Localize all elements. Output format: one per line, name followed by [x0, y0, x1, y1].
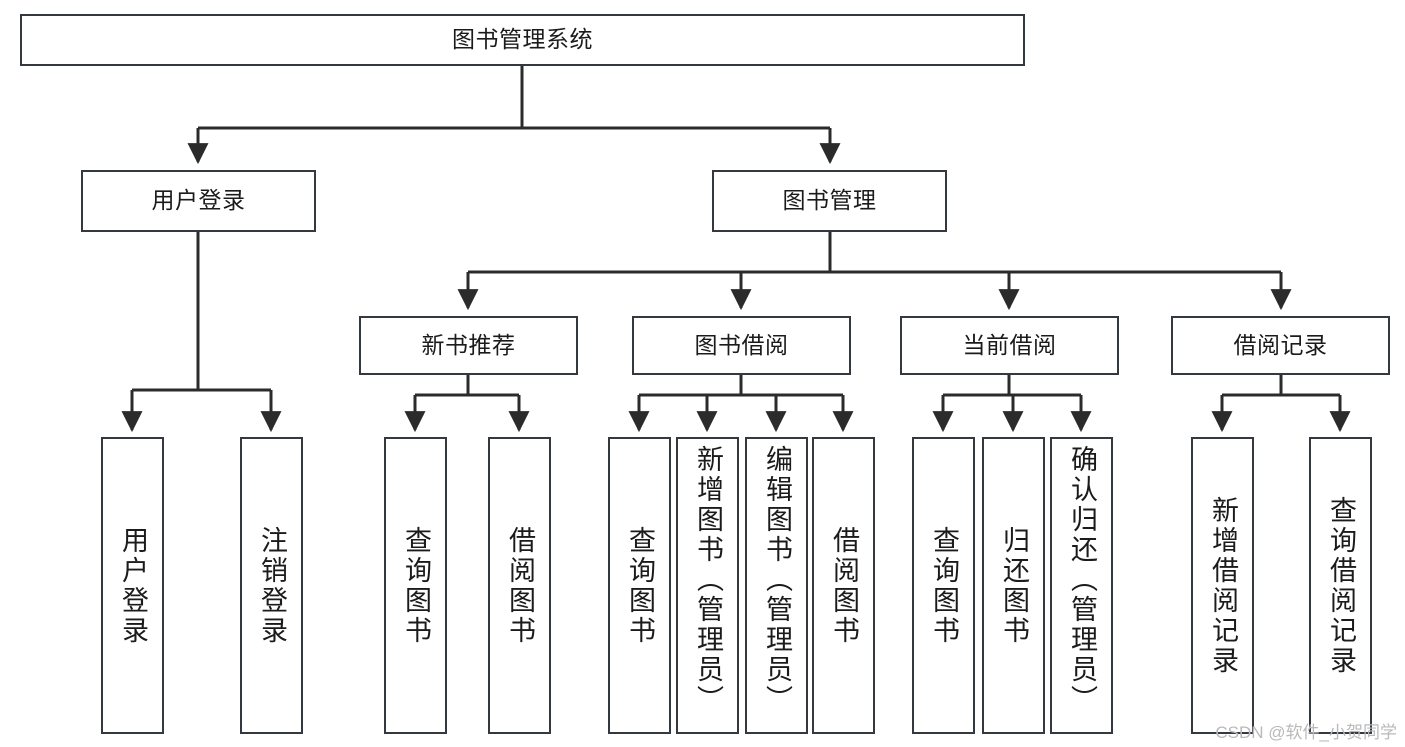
node-book-manage[interactable]: 图书管理 — [712, 170, 947, 232]
node-root[interactable]: 图书管理系统 — [20, 14, 1025, 66]
node-book-borrow-label: 图书借阅 — [694, 331, 789, 358]
leaf-logout-login-label: 注销登录 — [257, 525, 287, 646]
leaf-confirm-return-label: 确认归还（管理员） — [1067, 445, 1097, 715]
leaf-borrow-book-borrow-label: 借阅图书 — [829, 525, 859, 646]
leaf-add-borrow-record[interactable]: 新增借阅记录 — [1191, 437, 1254, 734]
leaf-add-book[interactable]: 新增图书（管理员） — [676, 437, 739, 734]
leaf-query-book-recommend[interactable]: 查询图书 — [384, 437, 447, 734]
leaf-edit-book-label: 编辑图书（管理员） — [762, 445, 792, 715]
leaf-query-book-current-label: 查询图书 — [929, 525, 959, 646]
leaf-query-borrow-record[interactable]: 查询借阅记录 — [1309, 437, 1372, 734]
leaf-query-book-borrow-label: 查询图书 — [625, 525, 655, 646]
leaf-query-book-recommend-label: 查询图书 — [401, 525, 431, 646]
leaf-query-book-borrow[interactable]: 查询图书 — [608, 437, 671, 734]
leaf-return-book[interactable]: 归还图书 — [982, 437, 1045, 734]
leaf-add-book-label: 新增图书（管理员） — [693, 445, 723, 715]
leaf-borrow-book-recommend-label: 借阅图书 — [505, 525, 535, 646]
node-borrow-record[interactable]: 借阅记录 — [1171, 316, 1390, 375]
node-root-label: 图书管理系统 — [452, 26, 593, 53]
node-book-borrow[interactable]: 图书借阅 — [632, 316, 851, 375]
node-book-manage-label: 图书管理 — [782, 187, 877, 214]
leaf-query-borrow-record-label: 查询借阅记录 — [1326, 495, 1356, 676]
node-current-borrow-label: 当前借阅 — [962, 331, 1057, 358]
leaf-return-book-label: 归还图书 — [999, 525, 1029, 646]
leaf-edit-book[interactable]: 编辑图书（管理员） — [745, 437, 808, 734]
node-new-book-rec-label: 新书推荐 — [421, 331, 516, 358]
node-borrow-record-label: 借阅记录 — [1233, 331, 1328, 358]
node-user-login-label: 用户登录 — [151, 187, 246, 214]
leaf-user-login-label: 用户登录 — [118, 525, 148, 646]
leaf-user-login[interactable]: 用户登录 — [101, 437, 164, 734]
node-user-login[interactable]: 用户登录 — [81, 170, 316, 232]
leaf-borrow-book-recommend[interactable]: 借阅图书 — [488, 437, 551, 734]
node-new-book-rec[interactable]: 新书推荐 — [359, 316, 578, 375]
node-current-borrow[interactable]: 当前借阅 — [900, 316, 1119, 375]
leaf-query-book-current[interactable]: 查询图书 — [912, 437, 975, 734]
leaf-borrow-book-borrow[interactable]: 借阅图书 — [812, 437, 875, 734]
leaf-add-borrow-record-label: 新增借阅记录 — [1208, 495, 1238, 676]
csdn-watermark: CSDN @软件_小贺同学 — [1215, 723, 1397, 742]
leaf-logout-login[interactable]: 注销登录 — [240, 437, 303, 734]
leaf-confirm-return[interactable]: 确认归还（管理员） — [1050, 437, 1113, 734]
